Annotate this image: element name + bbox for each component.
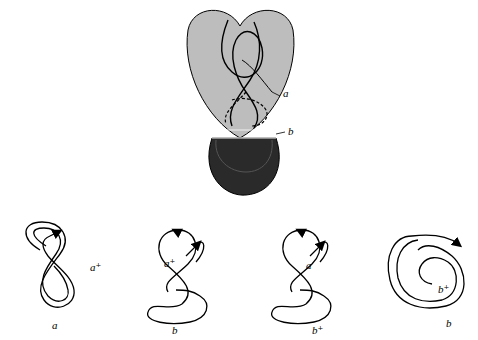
knot-diagram-b (388, 235, 464, 308)
curve-label: b⁺ (438, 284, 449, 295)
knot-diagram-a-b (148, 230, 207, 324)
curve-label: b⁺ (312, 325, 323, 336)
curve-label: b (446, 318, 452, 329)
curve-label: a (52, 320, 58, 331)
knot-diagram-a-b-plus (272, 230, 331, 324)
curve-label: a⁺ (164, 258, 175, 269)
curve-label: b (288, 126, 294, 137)
knot-diagram-a (26, 222, 74, 307)
curve-label: b (172, 325, 178, 336)
seifert-surface (187, 10, 294, 195)
curve-label: a (306, 260, 312, 271)
curve-label: a⁺ (90, 262, 101, 273)
curve-label: a (283, 88, 289, 99)
